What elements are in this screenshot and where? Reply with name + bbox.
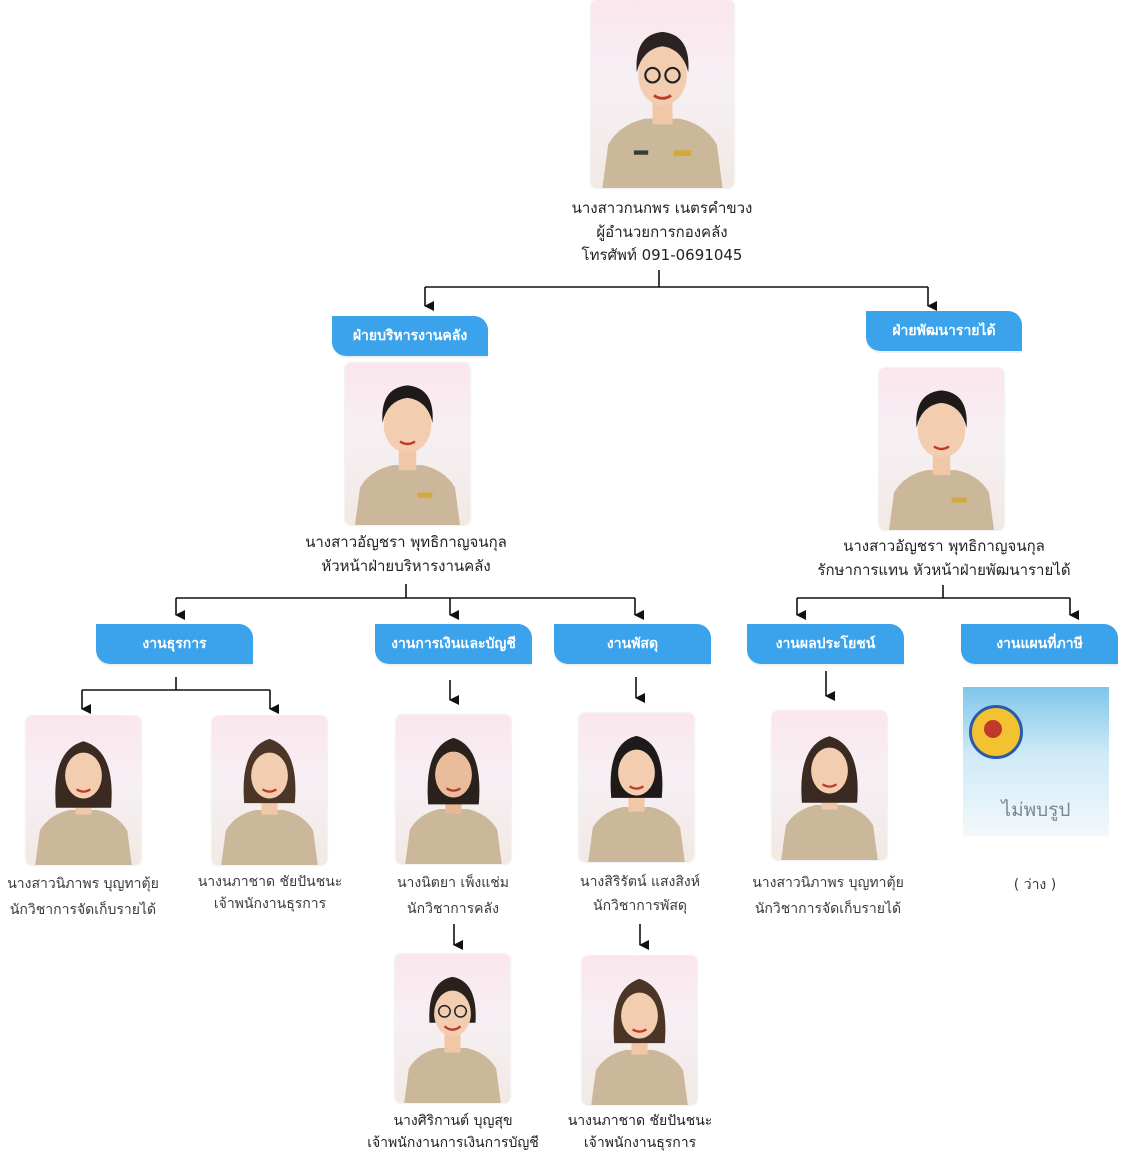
staff-photo — [396, 715, 511, 864]
staff-position: นักวิชาการคลัง — [407, 901, 499, 917]
revenue-dev-head-position: รักษาการแทน หัวหน้าฝ่ายพัฒนารายได้ — [817, 560, 1071, 579]
staff-label: นางศิริกานต์ บุญสุข เจ้าพนักงานการเงินกา… — [363, 1110, 543, 1154]
finance-admin-head-name: นางสาวอัญชรา พุทธิกาญจนกุล — [305, 533, 507, 551]
staff-name: นางศิริกานต์ บุญสุข — [393, 1113, 513, 1129]
staff-label: นางสาวนิภาพร บุญทาตุ้ย นักวิชาการจัดเก็บ… — [0, 871, 166, 923]
tab-finance-admin[interactable]: ฝ่ายบริหารงานคลัง — [332, 316, 488, 356]
tab-general-admin[interactable]: งานธุรการ — [96, 624, 253, 664]
staff-position: เจ้าพนักงานธุรการ — [213, 896, 327, 912]
staff-photo — [582, 956, 697, 1105]
revenue-dev-head-label: นางสาวอัญชรา พุทธิกาญจนกุล รักษาการแทน ห… — [786, 535, 1102, 582]
emblem-icon — [969, 705, 1023, 759]
staff-position: นักวิชาการจัดเก็บรายได้ — [9, 902, 157, 918]
staff-name: นางสาวนิภาพร บุญทาตุ้ย — [7, 876, 159, 892]
vacant-label: ( ว่าง ) — [1013, 877, 1057, 893]
staff-name: นางนิตยา เพ็งแช่ม — [396, 875, 510, 891]
revenue-dev-head-photo — [879, 368, 1004, 530]
staff-name: นางสิริรัตน์ แสงสิงห์ — [580, 874, 700, 890]
staff-name: นางนภาชาด ชัยปันชนะ — [567, 1113, 713, 1129]
staff-position: นักวิชาการจัดเก็บรายได้ — [754, 901, 902, 917]
staff-photo — [395, 954, 510, 1103]
tab-tax-map[interactable]: งานแผนที่ภาษี — [961, 624, 1118, 664]
staff-position: นักวิชาการพัสดุ — [593, 898, 687, 914]
director-name: นางสาวกนกพร เนตรคำขวง — [571, 199, 753, 217]
staff-label: นางนภาชาด ชัยปันชนะ เจ้าพนักงานธุรการ — [555, 1110, 725, 1154]
finance-admin-head-photo — [345, 363, 470, 525]
staff-photo — [26, 716, 141, 865]
director-label: นางสาวกนกพร เนตรคำขวง ผู้อำนวยการกองคลัง… — [512, 197, 812, 268]
tab-revenue-development[interactable]: ฝ่ายพัฒนารายได้ — [866, 311, 1022, 351]
tab-supplies[interactable]: งานพัสดุ — [554, 624, 711, 664]
staff-label: นางนภาชาด ชัยปันชนะ เจ้าพนักงานธุรการ — [186, 871, 354, 915]
tab-benefits[interactable]: งานผลประโยชน์ — [747, 624, 904, 664]
staff-name: นางสาวนิภาพร บุญทาตุ้ย — [752, 875, 904, 891]
director-phone: โทรศัพท์ 091-0691045 — [581, 246, 743, 264]
staff-position: เจ้าพนักงานธุรการ — [583, 1135, 697, 1151]
staff-photo — [212, 716, 327, 865]
staff-name: นางนภาชาด ชัยปันชนะ — [197, 874, 343, 890]
staff-label: นางสิริรัตน์ แสงสิงห์ นักวิชาการพัสดุ — [560, 870, 720, 918]
director-position: ผู้อำนวยการกองคลัง — [596, 222, 728, 241]
staff-photo — [772, 711, 887, 860]
tab-finance-accounting[interactable]: งานการเงินและบัญชี — [375, 624, 532, 664]
staff-photo — [579, 713, 694, 862]
staff-label: นางนิตยา เพ็งแช่ม นักวิชาการคลัง — [373, 870, 533, 922]
staff-position: เจ้าพนักงานการเงินการบัญชี — [367, 1135, 539, 1151]
staff-label: นางสาวนิภาพร บุญทาตุ้ย นักวิชาการจัดเก็บ… — [743, 870, 913, 922]
revenue-dev-head-name: นางสาวอัญชรา พุทธิกาญจนกุล — [843, 537, 1045, 555]
no-image-placeholder: ไม่พบรูป — [963, 687, 1109, 836]
finance-admin-head-label: นางสาวอัญชรา พุทธิกาญจนกุล หัวหน้าฝ่ายบร… — [256, 531, 556, 578]
finance-admin-head-position: หัวหน้าฝ่ายบริหารงานคลัง — [321, 556, 491, 575]
director-photo — [591, 0, 734, 188]
no-image-caption: ไม่พบรูป — [1001, 799, 1071, 821]
